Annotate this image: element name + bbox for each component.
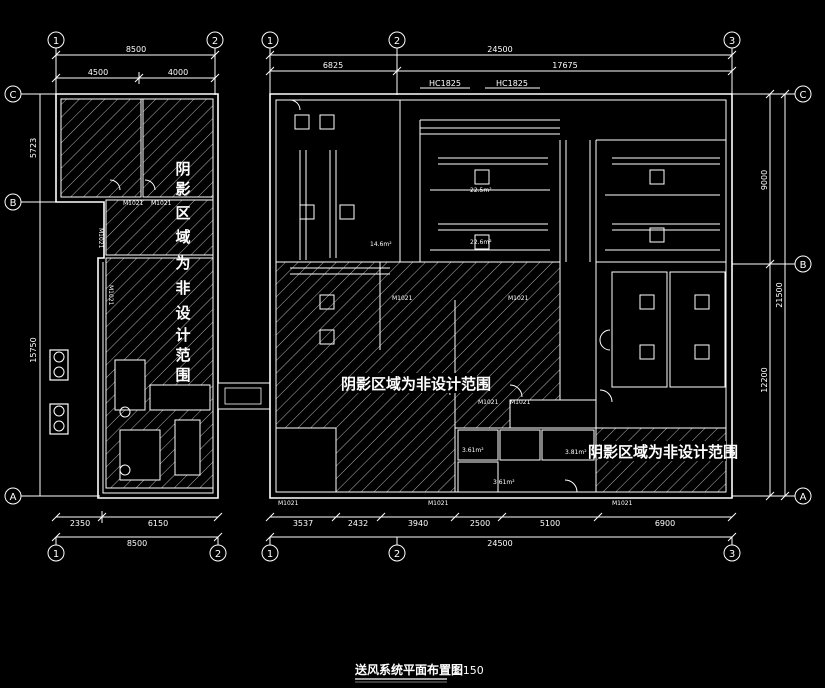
right-bottom-dim-1: 3537 bbox=[293, 519, 313, 528]
grid-label-right-2: 2 bbox=[394, 36, 400, 47]
left-bottom-total-dim: 8500 bbox=[127, 539, 147, 548]
left-bottom-dim-2: 6150 bbox=[148, 519, 168, 528]
right-top-dim-2: 17675 bbox=[552, 61, 577, 70]
grid-label-left-c: C bbox=[10, 90, 17, 101]
area-label-4: 3.81m² bbox=[565, 449, 587, 456]
window-label-1: HC1825 bbox=[429, 79, 461, 88]
grid-label-left-bottom-1: 1 bbox=[53, 549, 59, 560]
vertical-char-4: 域 bbox=[175, 228, 190, 246]
grid-label-left-a: A bbox=[10, 492, 17, 503]
grid-label-right-bottom-1: 1 bbox=[267, 549, 273, 560]
right-side-dim-1: 9000 bbox=[760, 170, 769, 190]
left-door-label-4: M1021 bbox=[107, 285, 114, 306]
grid-label-right-bottom-2: 2 bbox=[394, 549, 400, 560]
drawing-scale: 1:150 bbox=[452, 664, 484, 677]
right-door-label-2: M1021 bbox=[428, 500, 449, 507]
window-label-2: HC1825 bbox=[496, 79, 528, 88]
grid-label-right-b: B bbox=[800, 260, 807, 271]
drawing-title: 送风系统平面布置图 bbox=[354, 662, 463, 677]
right-door-label-3: M1021 bbox=[612, 500, 633, 507]
vertical-char-7: 设 bbox=[175, 304, 190, 322]
right-door-label-7: M1021 bbox=[510, 399, 531, 406]
right-bottom-total-dim: 24500 bbox=[487, 539, 512, 548]
vertical-char-6: 非 bbox=[175, 279, 190, 297]
shaded-note-vertical: 阴 影 区 域 为 非 设 计 范 围 bbox=[175, 160, 190, 384]
area-label-6: 3.61m² bbox=[462, 447, 484, 454]
connecting-duct bbox=[217, 382, 271, 410]
shaded-note-right: 阴影区域为非设计范围 bbox=[588, 443, 738, 461]
area-label-2: 22.6m² bbox=[470, 239, 492, 246]
vertical-char-1: 阴 bbox=[175, 160, 190, 178]
right-top-total-dim: 24500 bbox=[487, 45, 512, 54]
right-bottom-dim-4: 2500 bbox=[470, 519, 490, 528]
grid-label-left-b: B bbox=[10, 198, 17, 209]
grid-label-left-1: 1 bbox=[53, 36, 59, 47]
left-side-dim-1: 5723 bbox=[29, 138, 38, 158]
vertical-char-5: 为 bbox=[175, 254, 190, 272]
right-door-label-1: M1021 bbox=[278, 500, 299, 507]
grid-bubbles-left-top bbox=[47, 31, 224, 95]
grid-label-right-a: A bbox=[800, 492, 807, 503]
shaded-note-center: 阴影区域为非设计范围 bbox=[341, 375, 491, 393]
right-door-label-4: M1021 bbox=[392, 295, 413, 302]
right-door-label-6: M1021 bbox=[478, 399, 499, 406]
area-label-1: 22.5m² bbox=[470, 187, 492, 194]
grid-label-right-3: 3 bbox=[729, 36, 735, 47]
right-top-dim-1: 6825 bbox=[323, 61, 343, 70]
right-bottom-dim-6: 6900 bbox=[655, 519, 675, 528]
left-side-dim-2: 15750 bbox=[29, 337, 38, 362]
right-door-label-5: M1021 bbox=[508, 295, 529, 302]
area-label-3: 14.6m² bbox=[370, 241, 392, 248]
grid-label-right-bottom-3: 3 bbox=[729, 549, 735, 560]
vertical-char-2: 影 bbox=[175, 180, 190, 198]
area-label-5: 3.61m² bbox=[493, 479, 515, 486]
vertical-char-3: 区 bbox=[175, 204, 190, 222]
shaded-note-bg-1 bbox=[355, 373, 477, 393]
right-bottom-dim-3: 3940 bbox=[408, 519, 428, 528]
left-door-label-1: M1021 bbox=[123, 200, 144, 207]
grid-label-left-2: 2 bbox=[212, 36, 218, 47]
vertical-char-10: 围 bbox=[175, 366, 190, 384]
left-top-dim-2: 4000 bbox=[168, 68, 188, 77]
right-side-dim-3: 21500 bbox=[775, 282, 784, 307]
left-door-label-2: M1021 bbox=[151, 200, 172, 207]
left-bottom-dim-1: 2350 bbox=[70, 519, 90, 528]
shaded-note-bg-2 bbox=[600, 441, 726, 461]
left-top-total-dim: 8500 bbox=[126, 45, 146, 54]
grid-label-left-bottom-2: 2 bbox=[215, 549, 221, 560]
vertical-char-8: 计 bbox=[175, 326, 190, 344]
left-block bbox=[4, 31, 227, 562]
right-side-dim-2: 12200 bbox=[760, 367, 769, 392]
grid-label-right-c: C bbox=[800, 90, 807, 101]
left-top-dim-1: 4500 bbox=[88, 68, 108, 77]
vertical-char-9: 范 bbox=[175, 346, 190, 364]
right-bottom-dim-2: 2432 bbox=[348, 519, 368, 528]
right-block bbox=[261, 31, 812, 562]
grid-label-right-1: 1 bbox=[267, 36, 273, 47]
left-door-label-3: M1021 bbox=[97, 228, 104, 249]
right-bottom-dim-5: 5100 bbox=[540, 519, 560, 528]
